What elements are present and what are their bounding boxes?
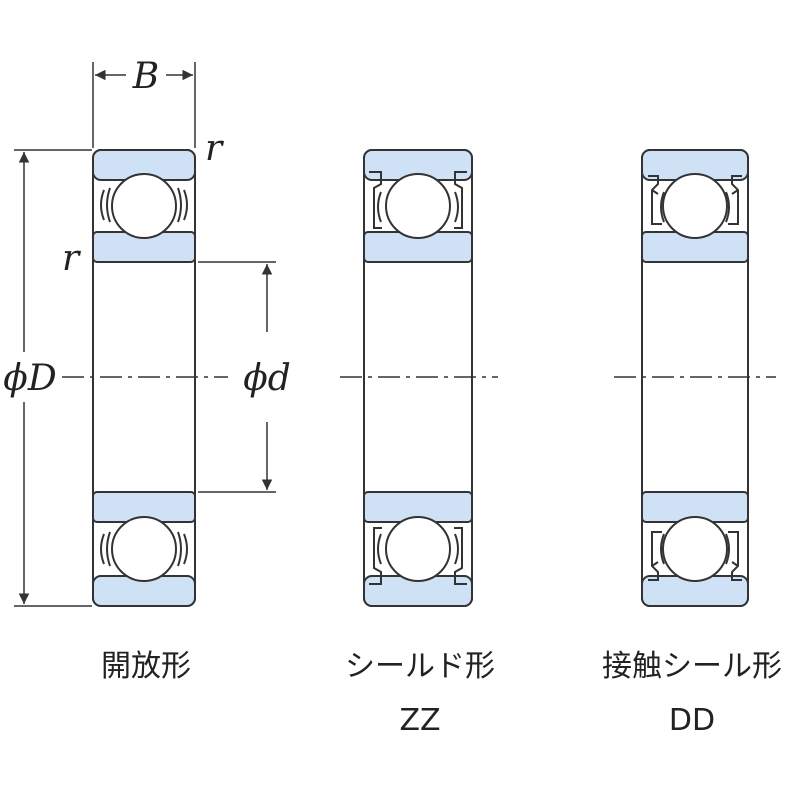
bearing-seal-seal-bottom-left (648, 531, 662, 581)
inner-diameter-label: ϕd (243, 358, 291, 399)
bearing-open-ball-bottom (111, 516, 177, 582)
bearing-shield-ball-bottom (385, 516, 451, 582)
radius-label-top: r (205, 128, 224, 169)
bearing-seal-seal-top-right (728, 175, 742, 225)
bearing-shield-shield-bottom-right (454, 527, 467, 585)
bearing-seal-seal-top-left (648, 175, 662, 225)
caption-shield-name: シールド形 (345, 649, 495, 684)
bearing-seal-cage-bottom (660, 533, 730, 565)
caption-seal-code: DD (669, 703, 715, 738)
bearing-open-cage-top-right (177, 187, 188, 223)
bearing-shield-cage-top (377, 191, 459, 223)
bearing-shield-shield-top-left (369, 171, 382, 229)
bearing-open-cage-bottom-right (177, 531, 188, 567)
bearing-shield-cage-bottom (377, 533, 459, 565)
bearing-seal (641, 149, 749, 607)
caption-seal-name: 接触シール形 (602, 649, 782, 684)
bearing-open-ball-top (111, 173, 177, 239)
bearing-shield-shield-top-right (454, 171, 467, 229)
dimension-inner-diameter: ϕd (198, 261, 291, 493)
bearing-shield-ball-top (385, 173, 451, 239)
bearing-seal-ball-top (662, 173, 728, 239)
bearing-shield (363, 149, 473, 607)
bearing-seal-ball-bottom (662, 516, 728, 582)
dimension-width: B (92, 56, 196, 148)
bearing-open (92, 149, 196, 607)
caption-open-name: 開放形 (101, 649, 191, 684)
bearing-shield-shield-bottom-left (369, 527, 382, 585)
width-label: B (132, 56, 159, 97)
bearing-seal-cage-top (660, 191, 730, 223)
caption-shield-code: ZZ (399, 703, 440, 738)
dimension-outer-diameter: ϕD (3, 149, 92, 607)
bearing-open-cage-bottom-left (100, 531, 111, 567)
outer-diameter-label: ϕD (3, 358, 57, 399)
radius-label-side: r (62, 238, 81, 279)
bearing-seal-seal-bottom-right (728, 531, 742, 581)
bearing-open-cage-top-left (100, 187, 111, 223)
